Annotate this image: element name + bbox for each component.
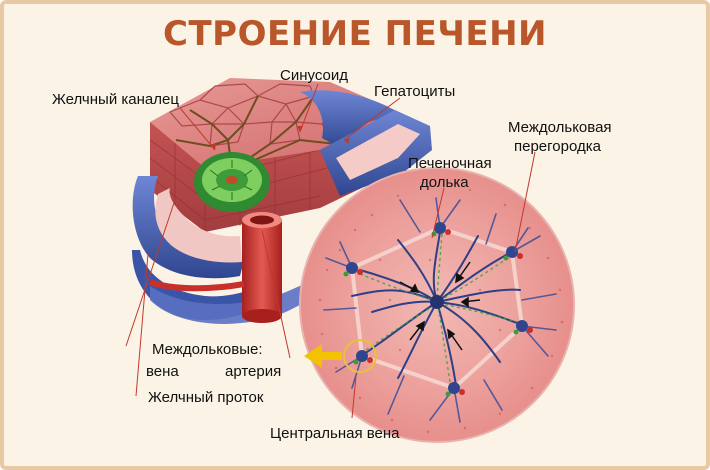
diagram-title: СТРОЕНИЕ ПЕЧЕНИ bbox=[163, 14, 547, 54]
label-hepatic-lobule-line1: Печеночная bbox=[408, 155, 492, 172]
central-vein bbox=[430, 295, 444, 309]
label-hepatocytes: Гепатоциты bbox=[374, 83, 456, 100]
label-bile-canaliculus: Желчный каналец bbox=[52, 91, 179, 108]
label-interlobular-septum-line2: перегородка bbox=[514, 138, 601, 155]
yellow-arrow-icon bbox=[304, 344, 342, 368]
liver-block bbox=[132, 78, 432, 324]
leader-lines bbox=[125, 83, 536, 419]
highlight-ring bbox=[343, 339, 377, 373]
label-central-vein: Центральная вена bbox=[270, 425, 400, 442]
label-bile-duct: Желчный проток bbox=[148, 389, 264, 406]
label-sinusoid: Синусоид bbox=[280, 67, 348, 84]
hepatic-lobule-magnified bbox=[299, 167, 575, 443]
label-interlobular-septum-line1: Междольковая bbox=[508, 119, 612, 136]
label-hepatic-lobule-line2: долька bbox=[420, 174, 469, 191]
artery-tube bbox=[148, 212, 282, 323]
bile-canaliculus-section bbox=[194, 152, 270, 212]
label-vein: вена bbox=[146, 363, 179, 380]
label-interlobular: Междольковые: bbox=[152, 341, 263, 358]
portal-triads bbox=[343, 222, 533, 397]
label-artery: артерия bbox=[225, 363, 282, 380]
